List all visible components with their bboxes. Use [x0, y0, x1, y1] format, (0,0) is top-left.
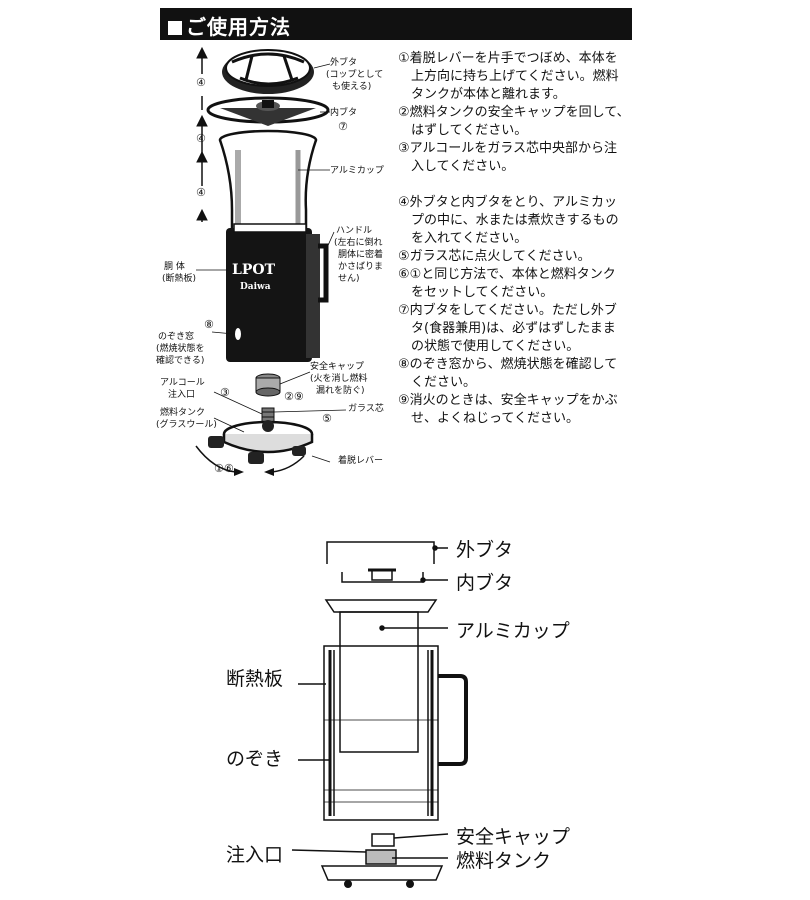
aluminum-cup-label: アルミカップ — [330, 166, 384, 176]
exploded-diagram-drawing — [195, 46, 347, 476]
fuel-tank-note: (グラスウール) — [156, 420, 217, 430]
brand-sub-logo: Daiwa — [240, 282, 271, 292]
window-note-1: (燃焼状態を — [156, 344, 205, 354]
window-note-2: 確認できる) — [156, 356, 205, 366]
safety-cap-caption: 安全キャップ — [456, 826, 571, 848]
glass-wick-step-number: ⑤ — [322, 412, 332, 425]
cup-outline — [339, 611, 419, 753]
inner-lid-step-number: ⑦ — [338, 120, 348, 133]
step-line: はずしてください。 — [398, 123, 528, 138]
lift-arrows — [196, 46, 208, 222]
step-line: せ、よくねじってください。 — [398, 411, 579, 426]
step-line: 入してください。 — [398, 159, 515, 174]
fuel-tank-caption: 燃料タンク — [456, 850, 552, 872]
alcohol-inlet-label: アルコール — [160, 378, 205, 388]
handle-note-1: (左右に倒れ — [334, 238, 383, 248]
outer-lid-outline — [326, 541, 435, 564]
leader-lines — [196, 63, 347, 463]
step-line: ④外ブタと内ブタをとり、アルミカッ — [398, 195, 618, 210]
handle-outline — [438, 674, 468, 766]
step-line: をセットしてください。 — [398, 285, 554, 300]
safety-cap-drawing — [255, 373, 281, 397]
section-header: ご使用方法 — [160, 8, 632, 40]
inner-lid-caption: 内ブタ — [456, 572, 514, 594]
safety-cap-note-1: (火を消し燃料 — [310, 374, 368, 384]
step-line: ください。 — [398, 375, 477, 390]
inner-lid-drawing — [206, 96, 330, 126]
alcohol-inlet-step-number: ③ — [220, 386, 230, 399]
handle-note-4: せん) — [338, 274, 360, 284]
release-lever-label: 着脱レバー — [338, 456, 384, 466]
body-note: (断熱板) — [162, 274, 197, 284]
outer-lid-label: 外ブタ — [330, 58, 358, 68]
safety-cap-step-number: ②⑨ — [284, 390, 304, 403]
square-bullet-icon — [168, 21, 182, 35]
fuel-tank-drawing — [222, 420, 314, 454]
step-line: ⑥①と同じ方法で、本体と燃料タンク — [398, 267, 616, 282]
handle-note-3: かさばりま — [338, 262, 384, 272]
step-line: 上方向に持ち上げてください。燃料 — [398, 69, 619, 84]
step-line: ①着脱レバーを片手でつぼめ、本体を — [398, 51, 618, 66]
outer-lid-note-2: も使える) — [332, 82, 372, 92]
step-line: ⑨消火のときは、安全キャップをかぶ — [398, 393, 618, 408]
outer-lid-caption: 外ブタ — [456, 539, 514, 561]
fuel-tank-outline — [320, 865, 444, 881]
step-line: を入れてください。 — [398, 231, 528, 246]
step-line: ⑧のぞき窓から、燃焼状態を確認して — [398, 357, 618, 372]
step-line: ⑦内ブタをしてください。ただし外ブ — [398, 303, 617, 318]
safety-cap-label: 安全キャップ — [310, 362, 365, 372]
outer-lid-note-1: (コップとして — [326, 70, 384, 80]
section-title-text: ご使用方法 — [186, 15, 291, 39]
window-label: のぞき窓 — [158, 332, 195, 342]
body-label: 胴 体 — [164, 262, 185, 272]
handle-label: ハンドル — [336, 226, 373, 236]
instruction-steps: ①着脱レバーを片手でつぼめ、本体を 上方向に持ち上げてください。燃料 タンクが本… — [398, 50, 638, 428]
fuel-tank-label: 燃料タンク — [160, 408, 206, 418]
insulation-caption: 断熱板 — [226, 668, 284, 690]
glass-wick-label: ガラス芯 — [348, 404, 384, 414]
inlet-caption: 注入口 — [226, 844, 284, 866]
arrow-step-number-2: ④ — [196, 132, 206, 145]
inner-lid-label: 内ブタ — [330, 108, 358, 118]
aluminum-cup-caption: アルミカップ — [456, 620, 570, 642]
safety-cap-note-2: 漏れを防ぐ) — [316, 386, 365, 396]
step-line: タ(食器兼用)は、必ずはずしたまま — [398, 321, 616, 336]
step-gap — [398, 176, 638, 194]
step-line: プの中に、水または煮炊きするもの — [398, 213, 619, 228]
step-line: ⑤ガラス芯に点火してください。 — [398, 249, 591, 264]
step-line: ②燃料タンクの安全キャップを回して、 — [398, 105, 630, 120]
cup-rim-outline — [324, 599, 438, 613]
step-line: タンクが本体と離れます。 — [398, 87, 566, 102]
handle-note-2: 胴体に密着 — [338, 250, 384, 260]
arrow-step-number-3: ④ — [196, 186, 206, 199]
window-caption: のぞき — [226, 748, 284, 770]
step-line: の状態で使用してください。 — [398, 339, 580, 354]
outer-lid-drawing — [222, 49, 314, 94]
section-title: ご使用方法 — [168, 11, 291, 40]
brand-logo: LPOT — [232, 262, 275, 278]
arrow-step-number-1: ④ — [196, 76, 206, 89]
body-drawing — [226, 223, 329, 362]
exploded-diagram: 外ブタ (コップとして も使える) 内ブタ ⑦ アルミカップ ハンドル (左右に… — [0, 0, 400, 490]
step-line: ③アルコールをガラス芯中央部から注 — [398, 141, 618, 156]
release-lever-step-number: ①⑥ — [214, 462, 234, 475]
window-step-number: ⑧ — [204, 318, 214, 331]
alcohol-inlet-label-2: 注入口 — [168, 390, 196, 400]
release-lever-drawing — [208, 436, 306, 464]
